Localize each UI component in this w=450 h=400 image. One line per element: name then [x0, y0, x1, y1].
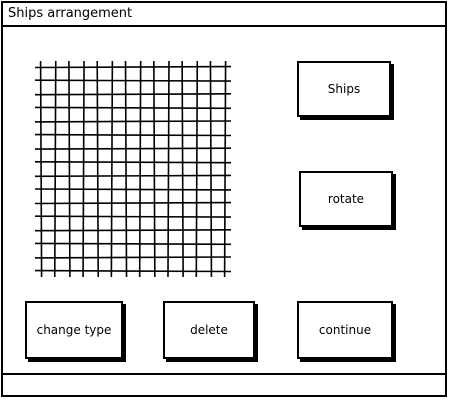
grid-row-line	[34, 174, 232, 178]
grid-column-line	[209, 60, 213, 278]
grid-row-line	[34, 161, 232, 164]
grid-row-line	[34, 201, 232, 205]
grid-row-line	[34, 229, 232, 232]
grid-column-line	[39, 60, 43, 278]
grid-row-line	[34, 93, 232, 96]
grid-row-line	[34, 65, 232, 69]
grid-column-line	[181, 60, 184, 278]
grid-row-line	[34, 269, 232, 273]
grid-row-line	[34, 256, 232, 259]
grid-column-line	[124, 60, 128, 278]
grid-row-line	[34, 79, 232, 82]
grid-row-line	[34, 133, 232, 137]
placement-board-grid[interactable]	[33, 59, 233, 279]
title-bar: Ships arrangement	[3, 3, 445, 27]
grid-row-line	[34, 106, 232, 110]
grid-column-line	[68, 60, 71, 278]
grid-column-line	[223, 60, 227, 278]
ships-button[interactable]: Ships	[297, 61, 391, 117]
grid-row-line	[34, 242, 232, 246]
grid-row-line	[34, 120, 232, 123]
grid-column-line	[167, 60, 170, 278]
rotate-button[interactable]: rotate	[299, 171, 393, 227]
grid-column-line	[96, 60, 100, 278]
grid-column-line	[138, 60, 142, 278]
grid-column-line	[195, 60, 199, 278]
grid-row-line	[34, 188, 232, 191]
window-title: Ships arrangement	[8, 6, 133, 21]
grid-row-line	[34, 147, 232, 150]
continue-button[interactable]: continue	[297, 301, 393, 359]
grid-row-line	[34, 215, 232, 218]
grid-column-line	[53, 60, 57, 278]
grid-column-line	[153, 60, 156, 278]
change-type-button[interactable]: change type	[25, 301, 123, 359]
delete-button[interactable]: delete	[163, 301, 255, 359]
grid-column-line	[110, 60, 114, 278]
grid-column-line	[82, 60, 85, 278]
status-bar	[3, 373, 445, 395]
